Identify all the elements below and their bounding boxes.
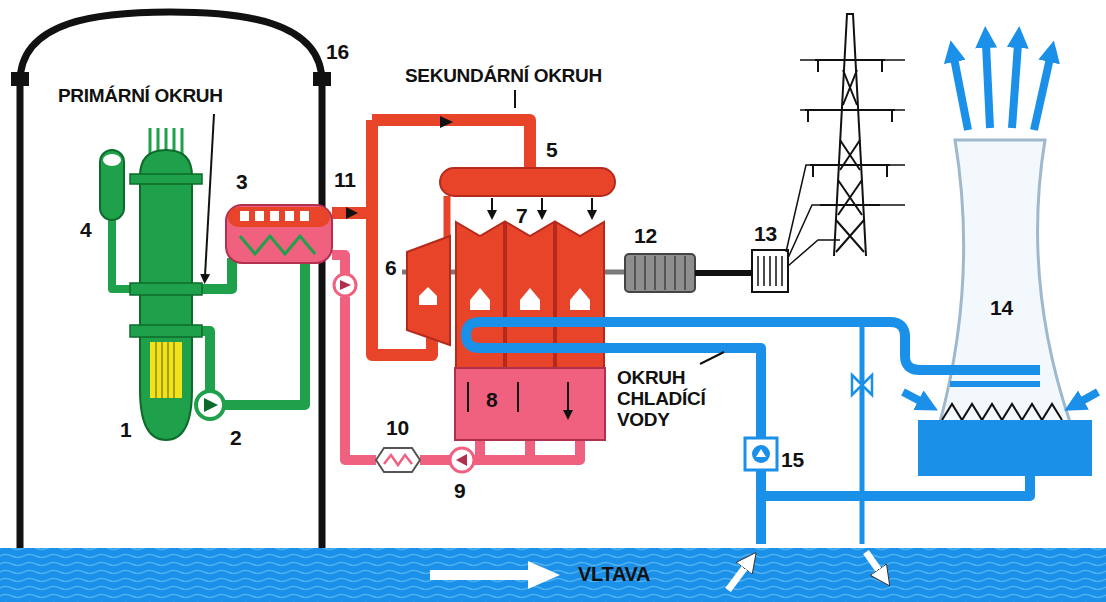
circuit-label: PRIMÁRNÍ OKRUH	[58, 86, 223, 107]
callout-number: 14	[990, 296, 1013, 319]
intake-arrow	[728, 566, 746, 590]
main-coolant-pump	[196, 391, 224, 419]
steam-generator	[226, 205, 332, 263]
callout-number: 2	[230, 426, 241, 449]
leader-line	[205, 114, 214, 276]
circuit-label: SEKUNDÁRNÍ OKRUH	[405, 66, 602, 87]
callout-number: 6	[385, 256, 396, 279]
feedwater-heater	[376, 448, 420, 472]
power-lines	[786, 60, 905, 266]
flow-arrow	[430, 561, 560, 589]
river-label: VLTAVA	[578, 563, 650, 585]
cooling-water-pipes	[466, 322, 1040, 544]
transformer	[752, 250, 788, 292]
moisture-separator	[440, 168, 615, 196]
callout-number: 10	[386, 416, 409, 439]
callout-number: 7	[516, 204, 527, 227]
condenser	[455, 368, 605, 440]
flow-arrow	[440, 116, 453, 128]
flow-arrow	[346, 207, 358, 219]
circuit-label: OKRUH CHLADÍCÍ VODY	[617, 368, 705, 431]
callout-number: 9	[454, 479, 465, 502]
power-cable	[695, 270, 752, 276]
callout-number: 11	[334, 168, 356, 191]
callout-number: 3	[236, 170, 247, 193]
vapour-arrows	[903, 44, 1098, 402]
outlet-arrow	[866, 552, 880, 572]
feedwater-pump	[334, 274, 356, 296]
containment-building	[11, 12, 331, 548]
cooling-pump	[745, 438, 777, 470]
callout-number: 1	[120, 418, 131, 441]
callout-number: 13	[754, 222, 777, 245]
callout-number: 16	[326, 40, 349, 63]
callout-number: 12	[634, 224, 657, 247]
valve-symbol	[852, 375, 872, 395]
generator	[625, 254, 695, 292]
condensate-pump	[450, 448, 474, 472]
pressurizer	[100, 150, 124, 220]
transmission-pylon	[805, 14, 895, 256]
hp-turbine	[407, 236, 450, 345]
leader-line	[514, 90, 516, 108]
callout-number: 15	[781, 448, 804, 471]
callout-number: 4	[80, 218, 91, 241]
callout-number: 5	[546, 138, 557, 161]
river-band	[0, 548, 1106, 602]
reactor-vessel	[130, 128, 202, 440]
steam-arrows	[492, 198, 592, 212]
cooling-tower	[918, 140, 1092, 476]
leader-line	[700, 352, 724, 364]
callout-number: 8	[486, 388, 497, 411]
